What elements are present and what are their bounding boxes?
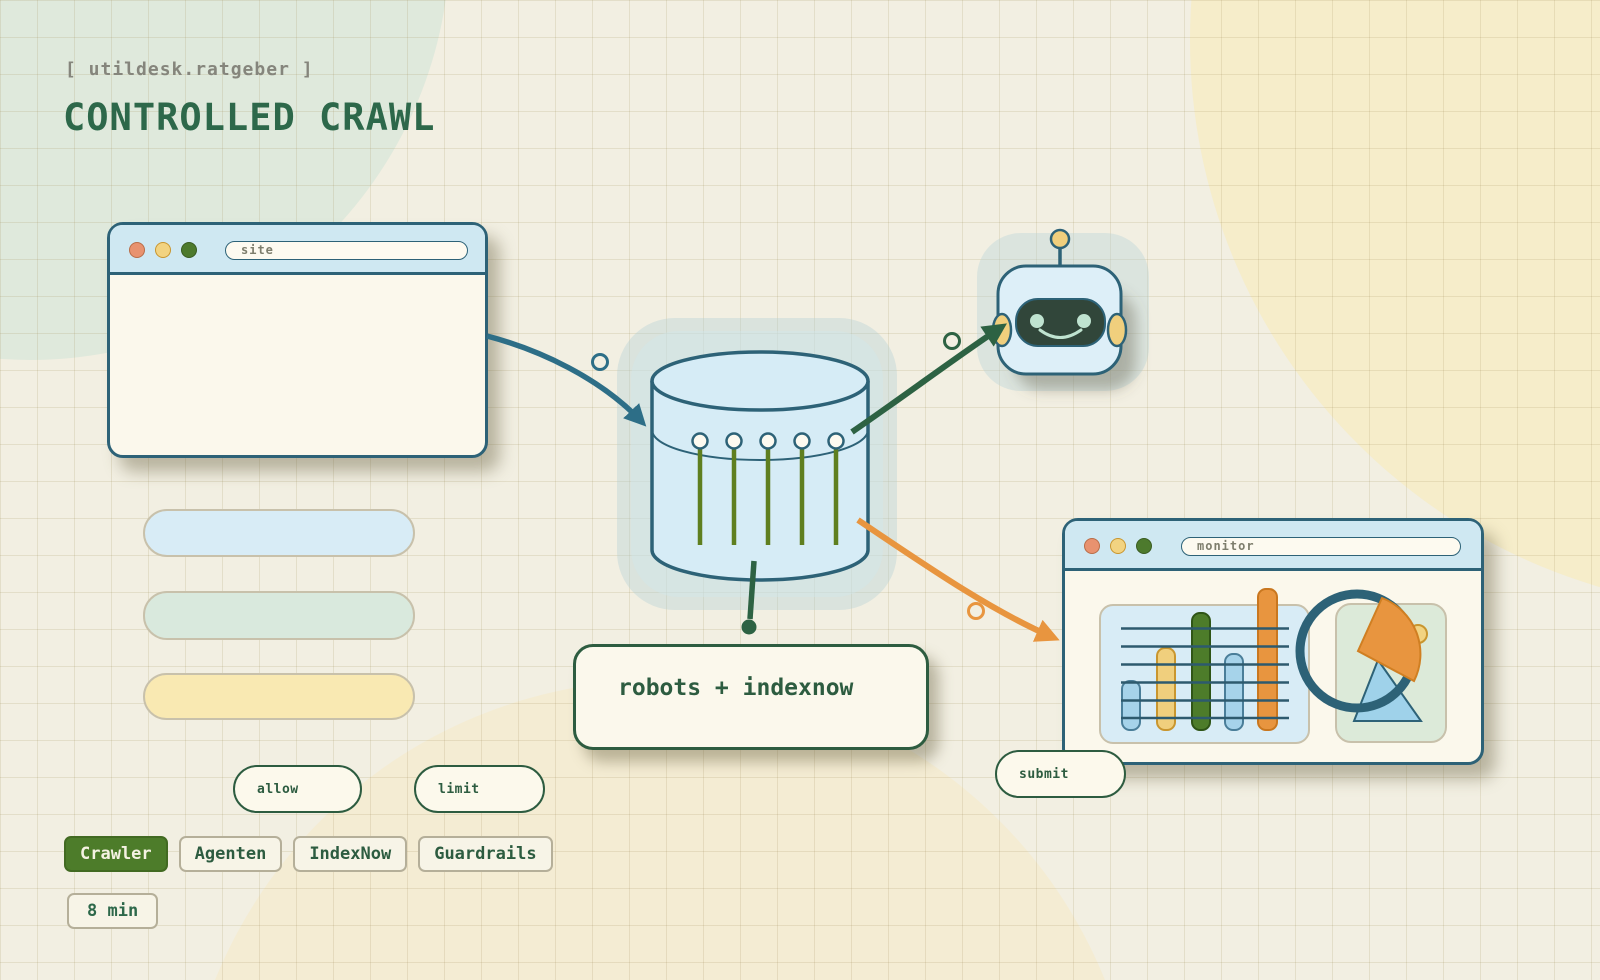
robot-face <box>1015 298 1106 347</box>
window-dot-yellow-icon <box>155 242 171 258</box>
robot-eye-right <box>1077 314 1091 328</box>
placeholder-bar-blue <box>143 509 415 557</box>
database-lid <box>650 350 870 412</box>
flow-arrows <box>486 323 1060 642</box>
placeholder-bar-yellow <box>143 673 415 720</box>
database-body <box>650 381 870 582</box>
database-rim-line <box>651 429 869 461</box>
robots-indexnow-box: robots + indexnow <box>573 644 929 750</box>
tag-row: Crawler Agenten IndexNow Guardrails <box>64 836 553 872</box>
arrow-node-submit <box>967 602 985 620</box>
robot-antenna-ball <box>1049 228 1071 250</box>
monitor-analytics <box>1121 588 1428 731</box>
window-dot-green-icon <box>181 242 197 258</box>
monitor-url-pill: monitor <box>1181 537 1461 556</box>
chart-bar <box>1224 653 1244 731</box>
tag-guardrails[interactable]: Guardrails <box>418 836 553 872</box>
chart-bar <box>1121 680 1141 731</box>
tag-crawler[interactable]: Crawler <box>64 836 168 872</box>
read-time-badge: 8 min <box>67 893 159 929</box>
tag-indexnow[interactable]: IndexNow <box>293 836 408 872</box>
placeholder-bar-mint <box>143 591 415 640</box>
monitor-window-titlebar: monitor <box>1065 521 1481 571</box>
mini-bar-chart <box>1121 588 1278 731</box>
page-title: CONTROLLED CRAWL <box>63 96 436 139</box>
queue-pins <box>697 449 839 545</box>
robots-indexnow-label: robots + indexnow <box>618 675 854 701</box>
orange-fan-shape <box>1356 596 1422 683</box>
allow-pill: allow <box>233 765 362 813</box>
site-browser-window: site <box>107 222 488 458</box>
chart-bar <box>1257 588 1278 731</box>
window-dot-yellow-icon <box>1110 538 1126 554</box>
chart-grid-lines <box>1121 627 1289 720</box>
robot-ear-right <box>1106 312 1128 348</box>
window-dot-green-icon <box>1136 538 1152 554</box>
window-dot-red-icon <box>129 242 145 258</box>
chart-bar <box>1156 647 1176 731</box>
limit-pill: limit <box>414 765 545 813</box>
arrow-queue-to-robots-box <box>747 560 757 620</box>
crawl-queue-database <box>617 318 897 610</box>
arrow-node-allow <box>591 353 609 371</box>
site-url-pill: site <box>225 241 468 260</box>
tag-agenten[interactable]: Agenten <box>178 836 283 872</box>
brand-label: [ utildesk.ratgeber ] <box>65 59 314 80</box>
arrow-queue-to-robot <box>850 323 1007 435</box>
chart-bar <box>1191 612 1211 731</box>
robot-smile <box>1038 328 1083 339</box>
robot-eye-left <box>1030 314 1044 328</box>
arrow-end-dot <box>741 619 757 635</box>
submit-pill: submit <box>995 750 1126 798</box>
queue-pin-heads <box>691 432 845 450</box>
arrow-queue-to-monitor <box>856 517 1060 642</box>
arrow-site-to-queue <box>486 333 647 427</box>
window-dot-red-icon <box>1084 538 1100 554</box>
robot-agent <box>977 228 1149 391</box>
arrow-node-limit <box>943 332 961 350</box>
site-window-titlebar: site <box>110 225 485 275</box>
